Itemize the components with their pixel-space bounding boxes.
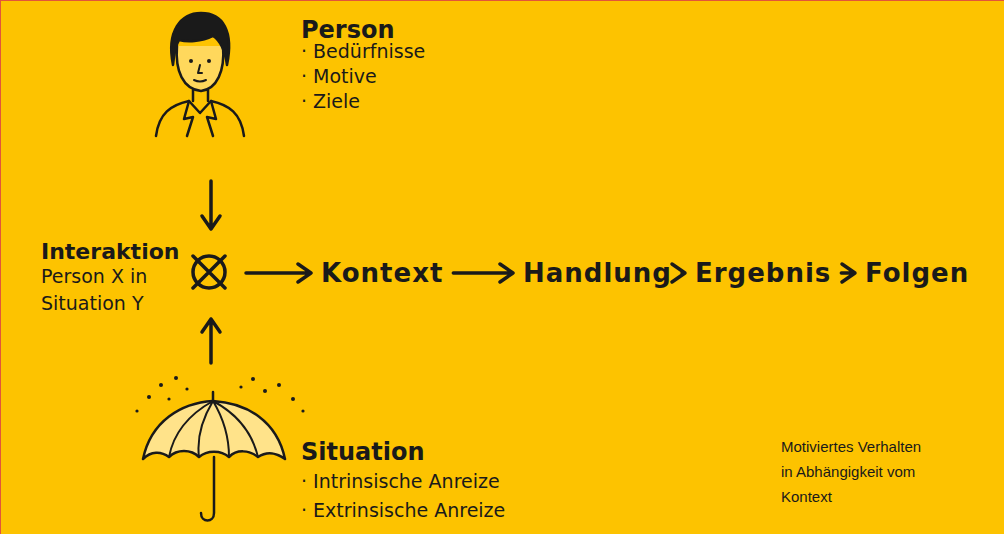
node-heading: Folgen: [865, 256, 969, 290]
person-figure: [156, 13, 244, 136]
concept-node: InteraktionPerson X in Situation Y: [36, 239, 236, 309]
node-text: · Ziele: [301, 89, 360, 114]
flow-arrow: [202, 181, 220, 229]
node-text: · Bedürfnisse: [301, 39, 425, 64]
node-heading: Ergebnis: [695, 256, 831, 290]
flow-arrow: [202, 319, 220, 363]
concept-node: Folgen: [865, 256, 969, 290]
concept-node: Kontext: [321, 256, 443, 290]
flow-arrow: [841, 264, 855, 282]
concept-node: Handlung: [523, 256, 672, 290]
node-text: · Motive: [301, 64, 377, 89]
caption-note: Motiviertes Verhalten in Abhängigkeit vo…: [781, 434, 931, 509]
flow-arrow: [453, 264, 513, 282]
arrow-line: [453, 264, 513, 282]
arrow-line: [841, 264, 855, 282]
node-heading: Situation: [301, 437, 425, 468]
node-heading: Kontext: [321, 256, 443, 290]
node-text: · Extrinsische Anreize: [301, 498, 505, 523]
node-text: · Intrinsische Anreize: [301, 469, 500, 494]
interaction-symbol: [186, 249, 232, 295]
arrow-line: [202, 319, 220, 363]
flow-arrow: [246, 264, 311, 282]
node-text: Person X in Situation Y: [41, 263, 161, 317]
arrow-line: [246, 264, 311, 282]
arrow-line: [202, 181, 220, 229]
umbrella-figure: [135, 376, 304, 521]
concept-node: Situation· Intrinsische Anreize· Extrins…: [131, 373, 451, 525]
concept-node: Person· Bedürfnisse· Motive· Ziele: [151, 9, 441, 171]
concept-node: Ergebnis: [695, 256, 831, 290]
flow-arrow: [672, 264, 685, 282]
arrow-line: [672, 264, 685, 282]
node-heading: Handlung: [523, 256, 672, 290]
node-heading: Interaktion: [41, 237, 179, 266]
